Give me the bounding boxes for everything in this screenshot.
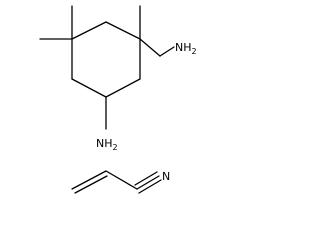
chemical-structure: NH2 NH2 N — [39, 5, 197, 194]
vinyl-cn-bond — [105, 170, 138, 190]
ring-bond-2 — [105, 21, 141, 40]
ch2-bond — [139, 38, 161, 57]
triple-bond-3 — [138, 179, 162, 194]
vinyl-bond-b — [74, 175, 108, 194]
ch2-n-bond — [159, 46, 175, 57]
structure-canvas: NH2 NH2 N — [39, 5, 197, 194]
amine-bottom: NH2 — [96, 96, 118, 152]
ring-bond-4 — [105, 78, 141, 98]
amine-bottom-label: NH2 — [96, 137, 118, 152]
cyclohexane-ring — [71, 21, 141, 98]
gem-dimethyl — [39, 5, 73, 40]
ring-bond-1 — [71, 21, 107, 40]
amine-top-label: NH2 — [175, 41, 197, 56]
vinyl-bond-a — [71, 170, 107, 190]
triple-bond-2 — [134, 171, 158, 186]
nitrile-n-label: N — [162, 170, 170, 183]
aminomethyl-group: NH2 — [139, 38, 197, 57]
ring-bond-5 — [71, 78, 107, 98]
acrylonitrile: N — [71, 170, 170, 194]
triple-bond-1 — [136, 175, 160, 190]
